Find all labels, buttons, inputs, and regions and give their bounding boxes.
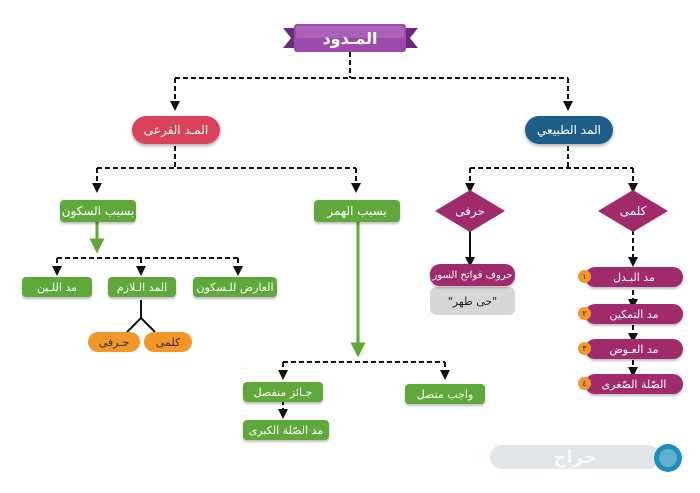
- kalimi-num-2: ٢: [578, 307, 591, 320]
- node-sila-kubra: مد الصّلة الكبرى: [243, 420, 329, 440]
- node-sukun: بسبب السكون: [60, 200, 136, 222]
- node-wajib: واجب متصل: [405, 384, 485, 404]
- page-title: المـدود: [322, 28, 378, 48]
- node-harfi: حرفى: [455, 204, 485, 218]
- harfi-example: "حى طهر": [447, 294, 498, 308]
- node-tabiei: المد الطبيعي: [525, 116, 613, 144]
- harfi-diamond: [435, 190, 505, 232]
- kalimi-item-1: مد البـدل: [585, 267, 683, 287]
- node-farai: المـد الفرعى: [132, 116, 220, 144]
- node-arid: العارض للـسكون: [193, 277, 277, 297]
- harfi-label-box: حروف فواتح السور: [430, 264, 515, 286]
- node-mad-lin: مد اللـين: [22, 277, 92, 297]
- node-kalimi: كلمى: [619, 204, 647, 218]
- kalimi-item-2: مد التمكين: [585, 304, 683, 324]
- watermark-text: حراج: [553, 446, 597, 468]
- page-number-badge: [654, 444, 682, 472]
- kalimi-item-4: الصّلة الصّغرى: [585, 374, 683, 394]
- kalimi-num-1: ١: [578, 270, 591, 283]
- kalimi-num-3: ٣: [578, 342, 591, 355]
- kalimi-item-3: مد العـوض: [585, 339, 683, 359]
- harfi-example-box: [430, 287, 515, 315]
- node-hamz: بسبب الهمز: [314, 200, 400, 222]
- kalimi-num-4: ٤: [578, 377, 591, 390]
- node-mad-lazim: المد الـلازم: [108, 277, 176, 297]
- node-jaiz: جـائز منفصل: [243, 382, 323, 402]
- title-banner-shape: [283, 24, 418, 52]
- node-lazim-kalimi: كلمى: [144, 332, 192, 352]
- node-lazim-harfi: حـرفى: [88, 332, 140, 352]
- kalimi-diamond: [598, 190, 668, 232]
- watermark-logo: [490, 445, 660, 469]
